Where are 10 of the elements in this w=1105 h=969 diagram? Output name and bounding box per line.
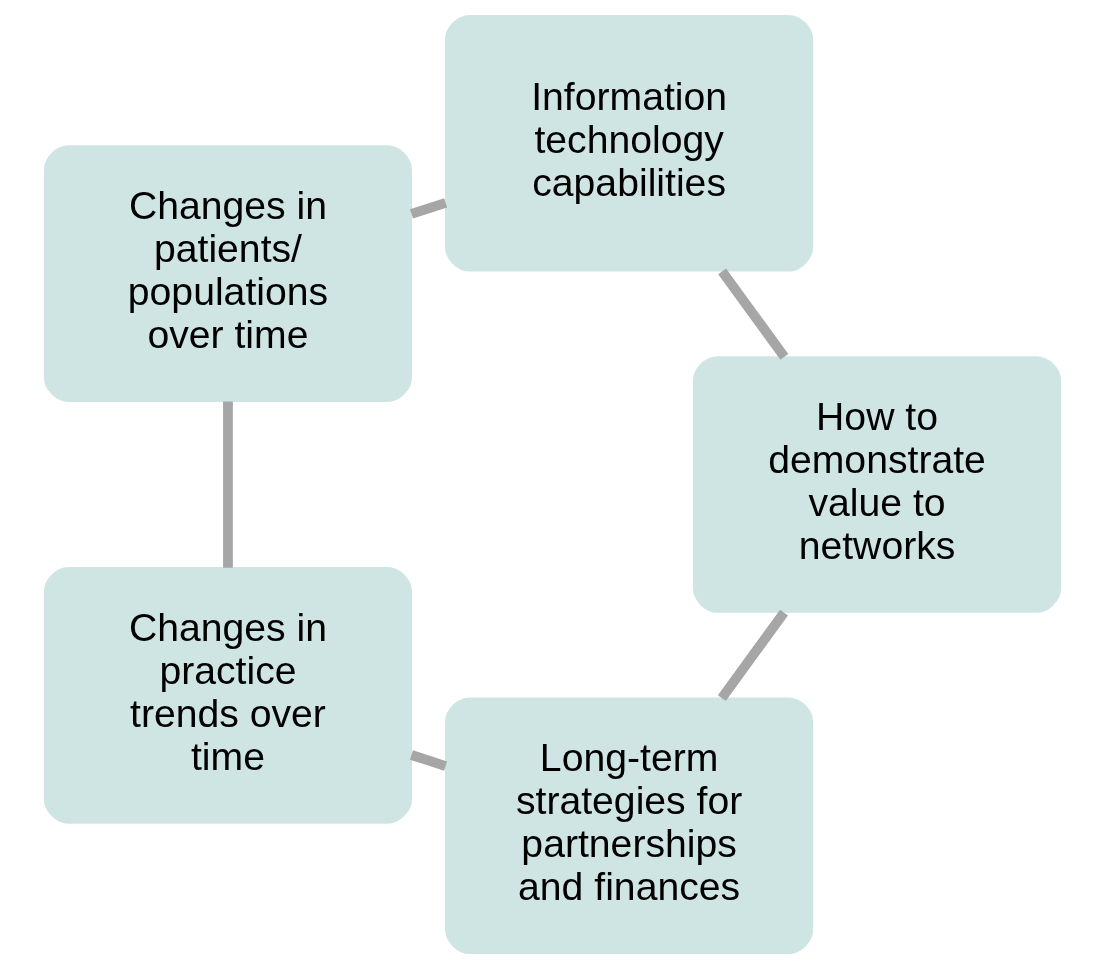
- node-box: Changes in patients/ populations over time: [43, 145, 413, 402]
- connector: [410, 198, 448, 219]
- connector: [718, 268, 789, 360]
- node-box: Changes in practice trends over time: [43, 567, 413, 824]
- connector: [717, 609, 788, 701]
- connector: [409, 750, 448, 771]
- node-box: How to demonstrate value to networks: [692, 356, 1062, 613]
- connector: [223, 401, 233, 568]
- node-box: Information technology capabilities: [445, 15, 814, 272]
- node-box: Long-term strategies for partnerships and finances: [445, 697, 814, 954]
